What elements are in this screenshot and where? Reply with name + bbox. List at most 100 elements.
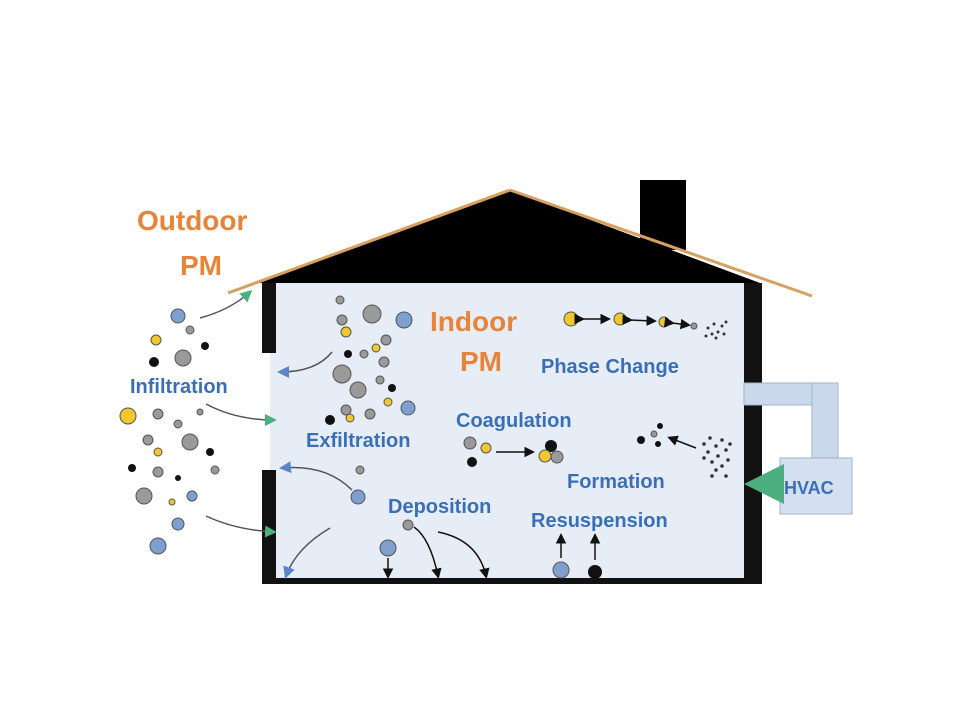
particle-icon [588, 565, 602, 579]
indoor-label-line1: Indoor [430, 306, 517, 337]
particle-icon [650, 430, 658, 438]
roof-eave-right [509, 188, 813, 298]
particle-icon [173, 419, 183, 429]
floor [262, 578, 762, 584]
particle-icon [185, 325, 195, 335]
particle-icon [174, 349, 192, 367]
particle-icon [388, 384, 396, 392]
particle-icon [550, 450, 564, 464]
phase-change-label: Phase Change [541, 356, 679, 378]
particle-icon [181, 433, 199, 451]
particle-icon [657, 423, 663, 429]
particle-icon [545, 440, 557, 452]
particle-icon [563, 311, 579, 327]
arrow-icon [667, 435, 697, 449]
particle-icon [355, 465, 365, 475]
vapor-cloud-icon [704, 320, 728, 340]
particle-icon [152, 408, 164, 420]
infiltration-arrows [199, 289, 277, 538]
particle-icon [149, 537, 167, 555]
particle-icon [150, 334, 162, 346]
particle-icon [480, 442, 492, 454]
particle-icon [196, 408, 204, 416]
particle-icon [171, 517, 185, 531]
arrow-icon [279, 461, 353, 491]
particle-icon [170, 308, 186, 324]
particle-icon [128, 464, 136, 472]
arrow-icon [622, 314, 657, 326]
arrow-icon [205, 403, 277, 426]
arrow-icon [283, 527, 331, 579]
roof [258, 190, 760, 283]
exfiltration-arrows [277, 351, 353, 579]
particle-icon [325, 415, 335, 425]
particle-icon [658, 316, 670, 328]
arrow-icon [277, 351, 333, 378]
hvac-label: HVAC [784, 478, 834, 498]
particle-icon [119, 407, 137, 425]
outdoor-label-line1: Outdoor [137, 205, 248, 236]
outdoor-particles [119, 308, 220, 555]
particle-icon [552, 561, 570, 579]
particle-icon [613, 312, 627, 326]
particle-icon [371, 343, 381, 353]
particle-icon [402, 519, 414, 531]
arrow-icon [199, 289, 253, 319]
particle-icon [690, 322, 698, 330]
particle-icon [210, 465, 220, 475]
particle-icon [380, 334, 392, 346]
particle-icon [186, 490, 198, 502]
hvac-unit [779, 457, 853, 515]
gas-cloud-icon [702, 436, 732, 478]
particle-icon [463, 436, 477, 450]
particle-icon [344, 350, 352, 358]
particle-icon [362, 304, 382, 324]
particle-icon [467, 457, 477, 467]
deposition-label: Deposition [388, 496, 491, 518]
formation-label: Formation [567, 471, 665, 493]
particle-icon [152, 466, 164, 478]
particle-icon [206, 448, 214, 456]
particle-icon [175, 475, 181, 481]
arrow-icon [413, 526, 442, 579]
particle-icon [168, 498, 176, 506]
particle-icon [345, 413, 355, 423]
particle-icon [383, 397, 393, 407]
arrow-icon [663, 316, 691, 330]
outdoor-label-line2: PM [180, 250, 222, 281]
particle-icon [340, 326, 352, 338]
particle-icon [538, 449, 552, 463]
hvac-duct-vertical [811, 382, 839, 464]
particle-icon [149, 357, 159, 367]
particle-icon [335, 295, 345, 305]
particle-icon [400, 400, 416, 416]
left-wall-upper [262, 283, 276, 353]
particle-icon [332, 364, 352, 384]
particle-icon [379, 539, 397, 557]
formation-particles [637, 423, 732, 478]
particle-icon [142, 434, 154, 446]
indoor-particles [325, 295, 416, 505]
particle-icon [135, 487, 153, 505]
coagulation-particles [463, 436, 564, 467]
resuspension-group [552, 533, 602, 579]
phase-change-particles [563, 311, 728, 340]
particle-icon [637, 436, 645, 444]
exfiltration-label: Exfiltration [306, 430, 410, 452]
particle-icon [364, 408, 376, 420]
particle-icon [340, 404, 352, 416]
indoor-label-line2: PM [460, 346, 502, 377]
coagulation-label: Coagulation [456, 410, 572, 432]
particle-icon [336, 314, 348, 326]
arrow-icon [205, 515, 277, 538]
particle-icon [395, 311, 413, 329]
infiltration-label: Infiltration [130, 376, 228, 398]
particle-icon [375, 375, 385, 385]
particle-icon [153, 447, 163, 457]
particle-icon [359, 349, 369, 359]
deposition-group [379, 519, 490, 579]
resuspension-label: Resuspension [531, 510, 668, 532]
particle-icon [201, 342, 209, 350]
